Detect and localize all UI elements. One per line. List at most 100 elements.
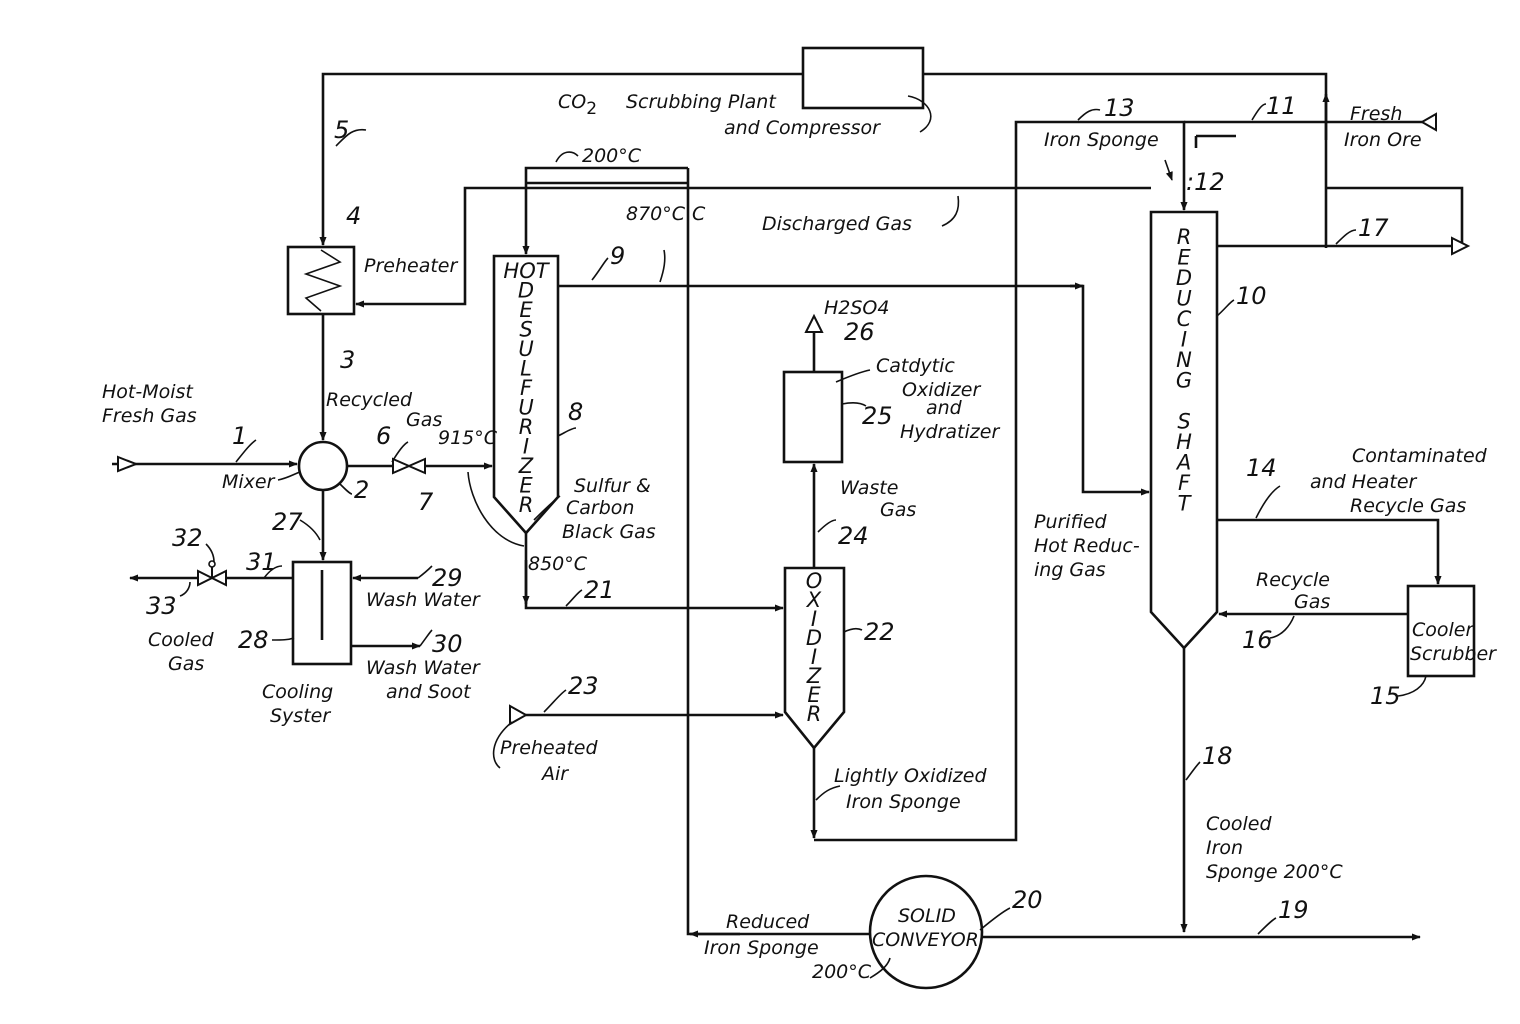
catalytic-label-3: and <box>926 397 963 419</box>
solid-conveyor-label-2: CONVEYOR <box>872 929 979 951</box>
iron-sponge-arrow <box>1165 160 1172 180</box>
cooled-iron-label-3: Sponge 200°C <box>1206 861 1343 883</box>
co2-plant-label-2: Scrubbing Plant <box>626 91 777 113</box>
temp-200-top-label: 200°C <box>582 145 642 167</box>
leader-23 <box>544 690 566 712</box>
leader-200 <box>556 152 578 162</box>
reduced-sponge-line <box>688 168 870 934</box>
stream-number-7: 7 <box>418 488 434 516</box>
catalytic-label-4: Hydratizer <box>900 421 1000 443</box>
leader-22 <box>844 629 862 632</box>
temp-915-label: 915°C <box>438 427 498 449</box>
reduced-label-2: Iron Sponge <box>704 937 819 959</box>
leader-14 <box>1256 486 1280 518</box>
mixer-vessel <box>299 442 347 490</box>
stream-number-3: 3 <box>340 346 355 374</box>
lightly-label-2: Iron Sponge <box>846 791 961 813</box>
stream-17-outlet-icon <box>1452 238 1468 254</box>
waste-gas-label-1: Waste <box>840 477 898 499</box>
stream-number-6: 6 <box>376 422 391 450</box>
discharged-gas-label: Discharged Gas <box>762 213 912 235</box>
stream-number-26: 26 <box>844 318 875 346</box>
co2-scrubbing-plant-box <box>803 48 923 108</box>
wash-soot-label-1: Wash Water <box>366 657 481 679</box>
stream-number-32: 32 <box>172 524 203 552</box>
stream-17-outlet <box>1326 188 1462 246</box>
stream-number-28: 28 <box>238 626 269 654</box>
stream-number-11: 11 <box>1266 92 1297 120</box>
leader-24 <box>818 520 836 532</box>
reducing-shaft-label: REDUCINGSHAFT <box>1175 225 1193 516</box>
leader-17 <box>1336 230 1356 244</box>
leader-870 <box>660 250 665 282</box>
cooler-label-2: Scrubber <box>1410 643 1497 665</box>
stream-number-29: 29 <box>432 564 463 592</box>
reduced-label-1: Reduced <box>726 911 810 933</box>
iron-ore-label: Iron Ore <box>1344 129 1422 151</box>
sulfur-label-1: Sulfur & <box>574 475 651 497</box>
catalytic-oxidizer-box <box>784 372 842 462</box>
temp-200-bottom-label: 200°C <box>812 961 872 983</box>
solid-conveyor-label-1: SOLID <box>898 905 956 927</box>
contaminated-label-2: and Heater <box>1310 471 1418 493</box>
oxidizer-label: OXIDIZER <box>806 569 823 726</box>
stream-number-19: 19 <box>1278 896 1309 924</box>
recycle-gas-label-2: Gas <box>1294 591 1330 613</box>
leader-9 <box>592 258 608 280</box>
stream-number-5: 5 <box>334 116 349 144</box>
lightly-label-1: Lightly Oxidized <box>834 765 987 787</box>
stream-number-2: 2 <box>354 476 369 504</box>
stream-number-16: 16 <box>1242 626 1273 654</box>
iron-sponge-top-label: Iron Sponge <box>1044 129 1159 151</box>
contaminated-label-1: Contaminated <box>1352 445 1488 467</box>
leader-10 <box>1217 300 1234 316</box>
preheated-air-inlet-icon <box>510 706 526 724</box>
waste-gas-label-2: Gas <box>880 499 916 521</box>
fresh-ore-inlet-icon <box>1422 114 1436 130</box>
recycled-label-2: Gas <box>406 409 442 431</box>
temp-850-label: 850°C <box>528 553 588 575</box>
leader-20 <box>980 908 1010 930</box>
hot-moist-label-1: Hot-Moist <box>102 381 194 403</box>
cooled-iron-label-1: Cooled <box>1206 813 1272 835</box>
leader-15 <box>1398 676 1426 696</box>
catalytic-label-1: Catdytic <box>876 355 955 377</box>
h2so4-label: H2SO4 <box>824 297 889 319</box>
contaminated-label-3: Recycle Gas <box>1350 495 1466 517</box>
recycled-label-1: Recycled <box>326 389 413 411</box>
leader-11 <box>1252 104 1266 120</box>
leader-28 <box>272 638 294 640</box>
temp-870-label: 870°C <box>626 203 686 225</box>
stream-number-8: 8 <box>568 398 583 426</box>
leader-lightly <box>816 786 840 800</box>
valve-32-icon <box>198 561 226 585</box>
leader-19 <box>1258 918 1276 934</box>
stream-number-18: 18 <box>1202 742 1233 770</box>
stream-number-20: 20 <box>1012 886 1043 914</box>
leader-27 <box>300 520 320 540</box>
sulfur-label-3: Black Gas <box>562 521 656 543</box>
vert-desulf-letter: R <box>519 493 534 517</box>
preheater-unit <box>288 247 354 314</box>
co2-plant-label: CO2 <box>558 91 597 119</box>
leader-29 <box>418 566 432 578</box>
co2-plant-label-3: and Compressor <box>724 117 881 139</box>
stream-number-25: 25 <box>862 402 893 430</box>
leader-21 <box>566 590 582 606</box>
cooling-label-2: Syster <box>270 705 331 727</box>
stream-number-27: 27 <box>272 508 303 536</box>
vert-oxid-letter: R <box>807 702 822 726</box>
leader-discharged <box>942 196 958 226</box>
cooled-iron-label-2: Iron <box>1206 837 1243 859</box>
preheated-air-label-2: Air <box>540 763 569 785</box>
cooled-gas-label-1: Cooled <box>148 629 214 651</box>
stream-number-22: 22 <box>864 618 895 646</box>
preheated-air-label-1: Preheated <box>500 737 598 759</box>
valve-7-icon <box>393 459 425 473</box>
fresh-gas-inlet-icon <box>118 457 136 471</box>
h2so4-outlet-icon <box>806 316 822 332</box>
stream-number-14: 14 <box>1246 454 1277 482</box>
stream-number-31: 31 <box>246 548 277 576</box>
stream-number-15: 15 <box>1370 682 1401 710</box>
